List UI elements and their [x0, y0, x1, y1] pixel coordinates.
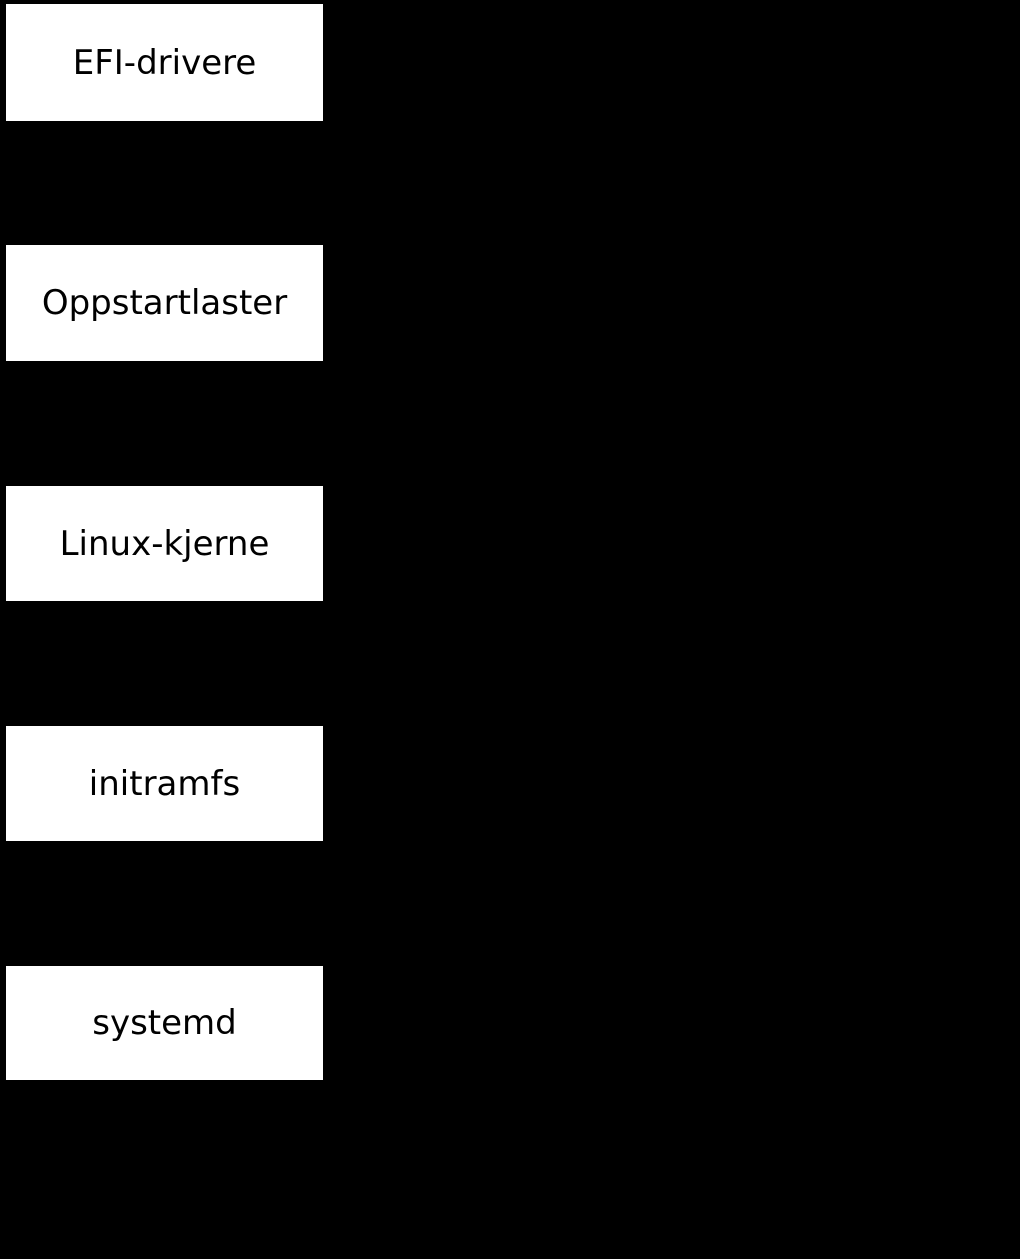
- node-oppstartlaster: Oppstartlaster: [6, 245, 323, 361]
- node-systemd: systemd: [6, 966, 323, 1080]
- node-linux-kjerne: Linux-kjerne: [6, 486, 323, 601]
- node-oppstartlaster-label: Oppstartlaster: [41, 283, 288, 323]
- node-efi-drivere: EFI-drivere: [6, 4, 323, 121]
- node-systemd-label: systemd: [92, 1003, 237, 1043]
- node-initramfs-label: initramfs: [88, 763, 241, 804]
- node-initramfs: initramfs: [6, 726, 323, 841]
- node-efi-drivere-label: EFI-drivere: [72, 42, 257, 83]
- node-linux-kjerne-label: Linux-kjerne: [59, 523, 270, 564]
